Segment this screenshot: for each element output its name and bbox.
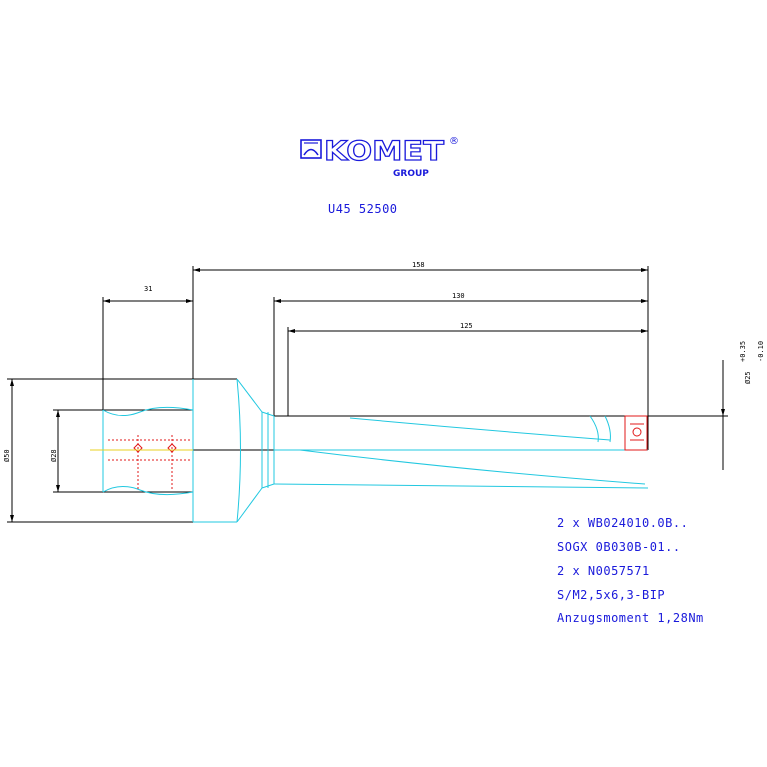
note-line-2: SOGX 0B030B-01.. — [557, 540, 681, 554]
dim-125-label: 125 — [460, 322, 473, 330]
dim-length-130: 130 — [273, 292, 648, 416]
note-line-1: 2 x WB024010.0B.. — [557, 516, 688, 530]
komet-logo: KOMET ® GROUP — [300, 135, 459, 179]
dim-d50-label: Ø50 — [3, 449, 11, 462]
dim-d25-label: Ø25 — [744, 371, 752, 384]
notes-block: 2 x WB024010.0B.. SOGX 0B030B-01.. 2 x N… — [557, 516, 704, 625]
note-line-3: 2 x N0057571 — [557, 564, 650, 578]
dim-d25-tol-lower: -0.10 — [757, 341, 765, 362]
dim-length-125: 125 — [287, 322, 648, 416]
dim-130-label: 130 — [452, 292, 465, 300]
dim-length-31: 31 — [102, 285, 193, 410]
dim-length-158: 158 — [192, 261, 649, 450]
cutting-insert — [624, 415, 648, 451]
note-line-4: S/M2,5x6,3-BIP — [557, 588, 665, 602]
dim-diameter-25: Ø25 +0.35 -0.10 — [648, 341, 765, 470]
logo-emblem-icon — [300, 139, 322, 159]
tool-body — [102, 378, 649, 523]
logo-registered: ® — [449, 136, 459, 147]
dim-d28-label: Ø28 — [50, 449, 58, 462]
logo-brand: KOMET — [324, 136, 445, 167]
dim-diameter-28: Ø28 — [50, 409, 103, 493]
note-line-5: Anzugsmoment 1,28Nm — [557, 611, 704, 625]
part-number: U45 52500 — [328, 202, 398, 216]
dim-d25-tol-upper: +0.35 — [739, 341, 747, 362]
insert-screws — [108, 435, 190, 490]
dim-31-label: 31 — [144, 285, 152, 293]
logo-group: GROUP — [393, 169, 429, 179]
dim-158-label: 158 — [412, 261, 425, 269]
